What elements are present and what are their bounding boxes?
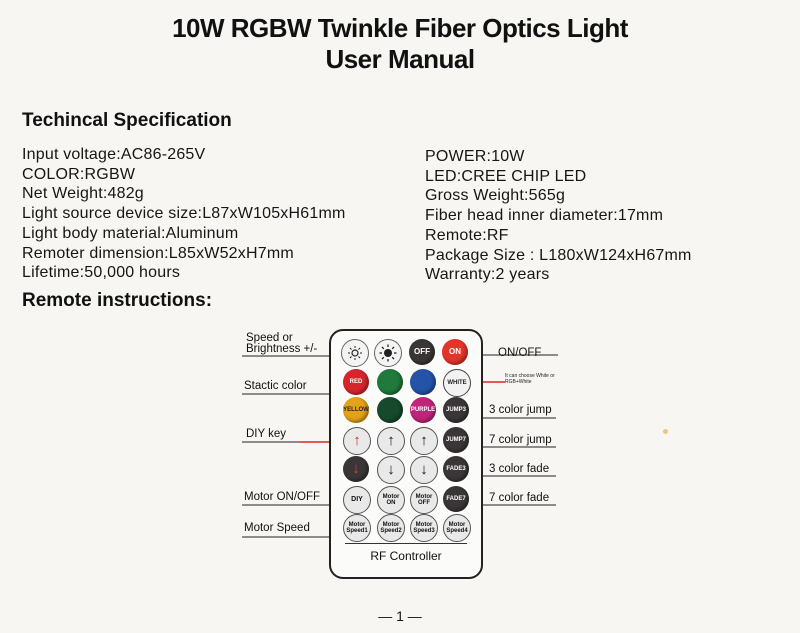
label-motor-speed: Motor Speed bbox=[244, 522, 310, 534]
label-diy-key: DIY key bbox=[246, 428, 287, 440]
document-subtitle: User Manual bbox=[325, 44, 475, 74]
divider bbox=[345, 543, 467, 544]
label-7-color-fade: 7 color fade bbox=[489, 492, 550, 504]
fade7-button[interactable]: FADE7 bbox=[443, 486, 469, 512]
label-3-color-jump: 3 color jump bbox=[489, 404, 552, 416]
spec-item: Package Size : L180xW124xH67mm bbox=[425, 246, 692, 264]
sun-large-icon bbox=[379, 344, 397, 362]
page-number: — 1 — bbox=[378, 608, 422, 624]
arrow-up-icon: ↑ bbox=[420, 432, 428, 449]
motor-on-button[interactable]: Motor ON bbox=[377, 486, 405, 514]
yellow-button[interactable]: YELLOW bbox=[343, 397, 369, 423]
diy-green-down-button[interactable]: ↓ bbox=[377, 456, 405, 484]
diy-blue-up-button[interactable]: ↑ bbox=[410, 427, 438, 455]
spec-item: POWER:10W bbox=[425, 148, 525, 165]
blue-button[interactable] bbox=[410, 369, 436, 395]
controller-label: RF Controller bbox=[370, 549, 442, 563]
document-title: 10W RGBW Twinkle Fiber Optics Light bbox=[172, 13, 628, 43]
diy-red-down-button[interactable]: ↓ bbox=[343, 456, 369, 482]
diy-button[interactable]: DIY bbox=[343, 486, 371, 514]
spec-item: Fiber head inner diameter:17mm bbox=[425, 207, 664, 225]
arrow-up-icon: ↑ bbox=[353, 432, 361, 449]
speck bbox=[663, 429, 668, 434]
label-white-hint: It can choose White or RGB+White bbox=[505, 373, 555, 385]
on-button[interactable]: ON bbox=[442, 339, 468, 365]
jump7-button[interactable]: JUMP7 bbox=[443, 427, 469, 453]
diy-red-up-button[interactable]: ↑ bbox=[343, 427, 371, 455]
spec-heading: Techincal Specification bbox=[22, 110, 232, 131]
spec-item: Input voltage:AC86-265V bbox=[22, 146, 206, 163]
label-on-off: ON/OFF bbox=[498, 347, 542, 359]
arrow-up-icon: ↑ bbox=[387, 432, 395, 449]
brightness-down-button[interactable] bbox=[341, 339, 369, 367]
brightness-up-button[interactable] bbox=[374, 339, 402, 367]
red-button[interactable]: RED bbox=[343, 369, 369, 395]
spec-item: Warranty:2 years bbox=[425, 266, 550, 284]
off-button[interactable]: OFF bbox=[409, 339, 435, 365]
spec-item: Light body material:Aluminum bbox=[22, 224, 239, 242]
white-button[interactable]: WHITE bbox=[443, 369, 471, 397]
spec-item: Lifetime:50,000 hours bbox=[22, 264, 181, 282]
rf-remote-controller: OFF ON RED WHITE YELLOW PURPLE JUMP3 ↑ ↑… bbox=[329, 329, 483, 579]
dark-green-button[interactable] bbox=[377, 397, 403, 423]
motor-speed1-button[interactable]: Motor Speed1 bbox=[343, 514, 371, 542]
arrow-down-icon: ↓ bbox=[387, 461, 395, 478]
arrow-down-icon: ↓ bbox=[420, 461, 428, 478]
spec-list-right: POWER:10W LED:CREE CHIP LED Gross Weight… bbox=[425, 147, 692, 285]
spec-item: Light source device size:L87xW105xH61mm bbox=[22, 205, 346, 223]
arrow-down-icon: ↓ bbox=[352, 460, 360, 477]
spec-item: Remote:RF bbox=[425, 226, 509, 244]
purple-button[interactable]: PURPLE bbox=[410, 397, 436, 423]
jump3-button[interactable]: JUMP3 bbox=[443, 397, 469, 423]
remote-heading: Remote instructions: bbox=[22, 290, 213, 311]
motor-off-button[interactable]: Motor OFF bbox=[410, 486, 438, 514]
label-speed-brightness: Speed or Brightness +/- bbox=[246, 332, 318, 355]
sun-small-icon bbox=[348, 346, 362, 360]
label-static-color: Stactic color bbox=[244, 380, 307, 392]
motor-speed4-button[interactable]: Motor Speed4 bbox=[443, 514, 471, 542]
motor-speed3-button[interactable]: Motor Speed3 bbox=[410, 514, 438, 542]
spec-item: Net Weight:482g bbox=[22, 185, 144, 203]
spec-item: LED:CREE CHIP LED bbox=[425, 167, 587, 185]
motor-speed2-button[interactable]: Motor Speed2 bbox=[377, 514, 405, 542]
green-button[interactable] bbox=[377, 369, 403, 395]
label-7-color-jump: 7 color jump bbox=[489, 434, 552, 446]
spec-item: COLOR:RGBW bbox=[22, 165, 136, 183]
spec-item: Remoter dimension:L85xW52xH7mm bbox=[22, 244, 294, 262]
diy-blue-down-button[interactable]: ↓ bbox=[410, 456, 438, 484]
label-motor-onoff: Motor ON/OFF bbox=[244, 491, 321, 503]
fade3-button[interactable]: FADE3 bbox=[443, 456, 469, 482]
spec-item: Gross Weight:565g bbox=[425, 187, 566, 205]
label-3-color-fade: 3 color fade bbox=[489, 463, 550, 475]
diy-green-up-button[interactable]: ↑ bbox=[377, 427, 405, 455]
spec-list-left: Input voltage:AC86-265V COLOR:RGBW Net W… bbox=[22, 145, 346, 283]
